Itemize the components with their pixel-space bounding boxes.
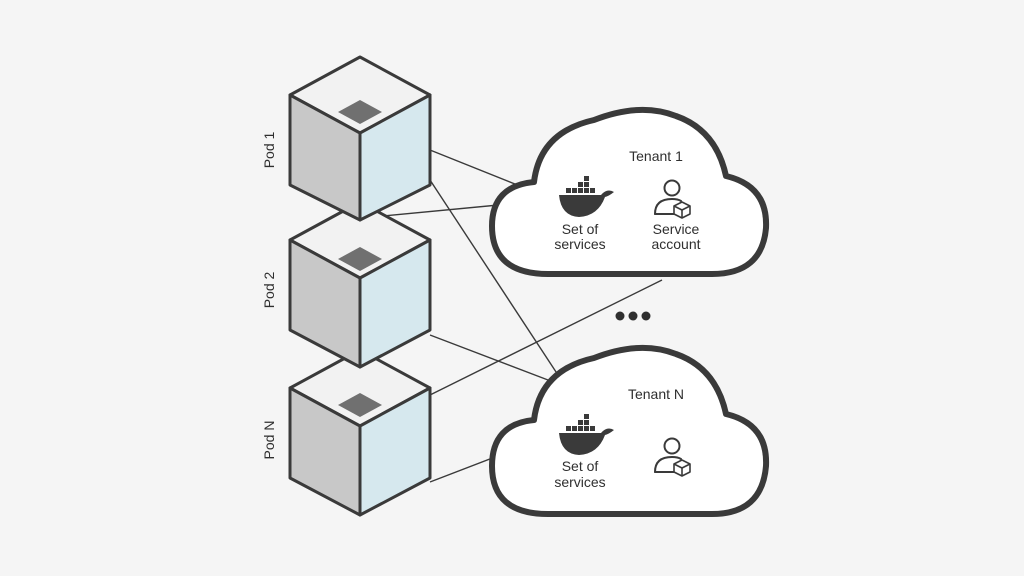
pod-2-label: Pod 2 bbox=[261, 271, 277, 308]
tenant-1-account-line1: Service bbox=[653, 221, 700, 237]
pod-n-label: Pod N bbox=[261, 421, 277, 460]
pod-2-port bbox=[338, 247, 382, 271]
pod-n-cube bbox=[288, 348, 432, 517]
tenant-1-title: Tenant 1 bbox=[629, 148, 683, 164]
pod-1-cube bbox=[288, 55, 432, 222]
pod-1-label: Pod 1 bbox=[261, 131, 277, 168]
tenant-n-title: Tenant N bbox=[628, 386, 684, 402]
tenant-1-cloud: Tenant 1 Set of services Service account bbox=[489, 106, 770, 277]
tenant-n-cloud: Tenant N Set of services bbox=[489, 344, 770, 517]
pod-n-port bbox=[338, 393, 382, 417]
pod-2-cube bbox=[288, 200, 432, 369]
link-podN-tenant1 bbox=[429, 279, 663, 396]
tenant-1-services-line1: Set of bbox=[562, 221, 599, 237]
tenant-n-services-line2: services bbox=[554, 474, 605, 490]
link-pod1-tenantN bbox=[429, 179, 561, 379]
tenant-1-services-line2: services bbox=[554, 236, 605, 252]
more-tenants-ellipsis bbox=[615, 311, 651, 321]
link-pod1-tenant1 bbox=[429, 149, 526, 189]
tenant-n-services-line1: Set of bbox=[562, 458, 599, 474]
pod-1-port bbox=[338, 100, 382, 124]
tenant-1-account-line2: account bbox=[651, 236, 700, 252]
link-pod2-tenantN bbox=[429, 334, 549, 381]
